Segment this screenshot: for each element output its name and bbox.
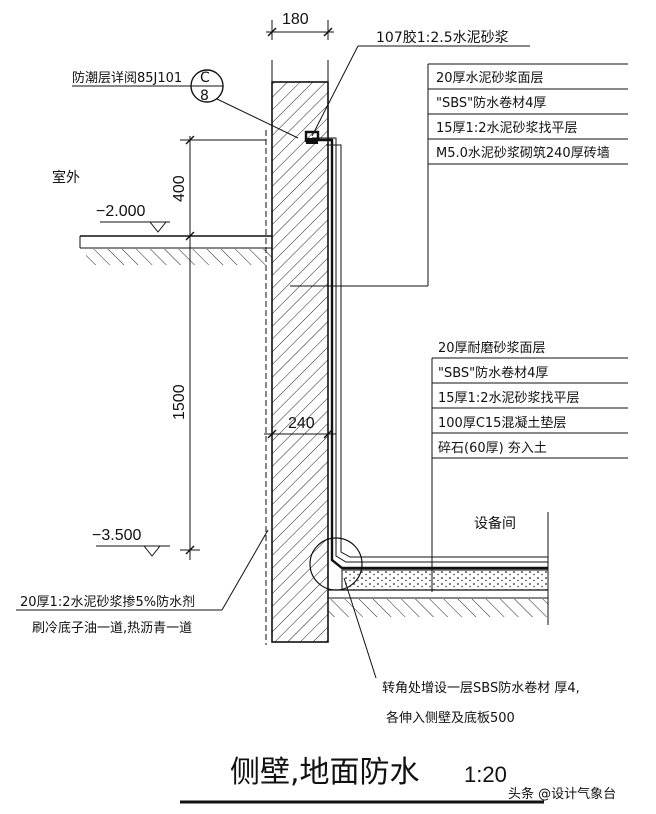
drawing-title: 侧壁,地面防水 <box>230 755 420 790</box>
floor-layer-1: 20厚耐磨砂浆面层 <box>438 341 546 356</box>
moisture-proof-course <box>306 138 318 144</box>
wall-layer-2: "SBS"防水卷材4厚 <box>436 95 546 111</box>
corner-note-1: 转角处增设一层SBS防水卷材 厚4, <box>382 680 580 696</box>
wall-plaster-note-2: 刷冷底子油一道,热沥青一道 <box>32 620 192 636</box>
concrete-bed <box>341 569 549 591</box>
floor-layer-2: "SBS"防水卷材4厚 <box>438 365 548 381</box>
outdoor-soil-hatch <box>86 249 272 265</box>
label-outdoor: 室外 <box>52 169 80 186</box>
corner-detail-circle <box>309 537 363 591</box>
label-equipment-room: 设备间 <box>474 515 516 532</box>
elevation-marker-floor <box>142 545 162 557</box>
callout-bottom: 8 <box>200 88 209 104</box>
drawing-scale: 1:20 <box>464 762 507 787</box>
elevation-outdoor: −2.000 <box>96 203 145 220</box>
elevation-floor: −3.500 <box>92 527 141 544</box>
wall-layers-table: 20厚水泥砂浆面层 "SBS"防水卷材4厚 15厚1:2水泥砂浆找平层 M5.0… <box>290 63 628 287</box>
dimension-400: 400 <box>171 175 188 202</box>
wall-layer-4: M5.0水泥砂浆砌筑240厚砖墙 <box>436 145 610 161</box>
label-glue-mortar: 107胶1:2.5水泥砂浆 <box>376 29 509 46</box>
wall-layer-1: 20厚水泥砂浆面层 <box>436 71 544 86</box>
wall-layer-3: 15厚1:2水泥砂浆找平层 <box>436 121 577 136</box>
floor-layers-table: 20厚耐磨砂浆面层 "SBS"防水卷材4厚 15厚1:2水泥砂浆找平层 100厚… <box>431 341 628 592</box>
callout-top: C <box>200 70 210 86</box>
watermark: 头条 @设计气象台 <box>508 786 616 802</box>
corner-note-2: 各伸入侧壁及底板500 <box>386 710 515 726</box>
moisture-course-reference: 防潮层详阅85J101 <box>72 70 182 86</box>
elevation-marker-outdoor <box>148 221 168 233</box>
wall-membrane <box>304 130 548 570</box>
dimension-1500: 1500 <box>171 384 188 420</box>
floor-soil-hatch <box>328 599 548 617</box>
brick-wall <box>271 81 329 643</box>
floor-layer-5: 碎石(60厚) 夯入土 <box>438 441 547 456</box>
floor-layer-3: 15厚1:2水泥砂浆找平层 <box>438 391 579 406</box>
wall-plaster-note-1: 20厚1:2水泥砂浆掺5%防水剂 <box>20 594 195 610</box>
floor-layer-4: 100厚C15混凝土垫层 <box>438 415 566 431</box>
dimension-wall-mid: 240 <box>288 415 315 432</box>
dimension-wall-top: 180 <box>282 11 309 28</box>
